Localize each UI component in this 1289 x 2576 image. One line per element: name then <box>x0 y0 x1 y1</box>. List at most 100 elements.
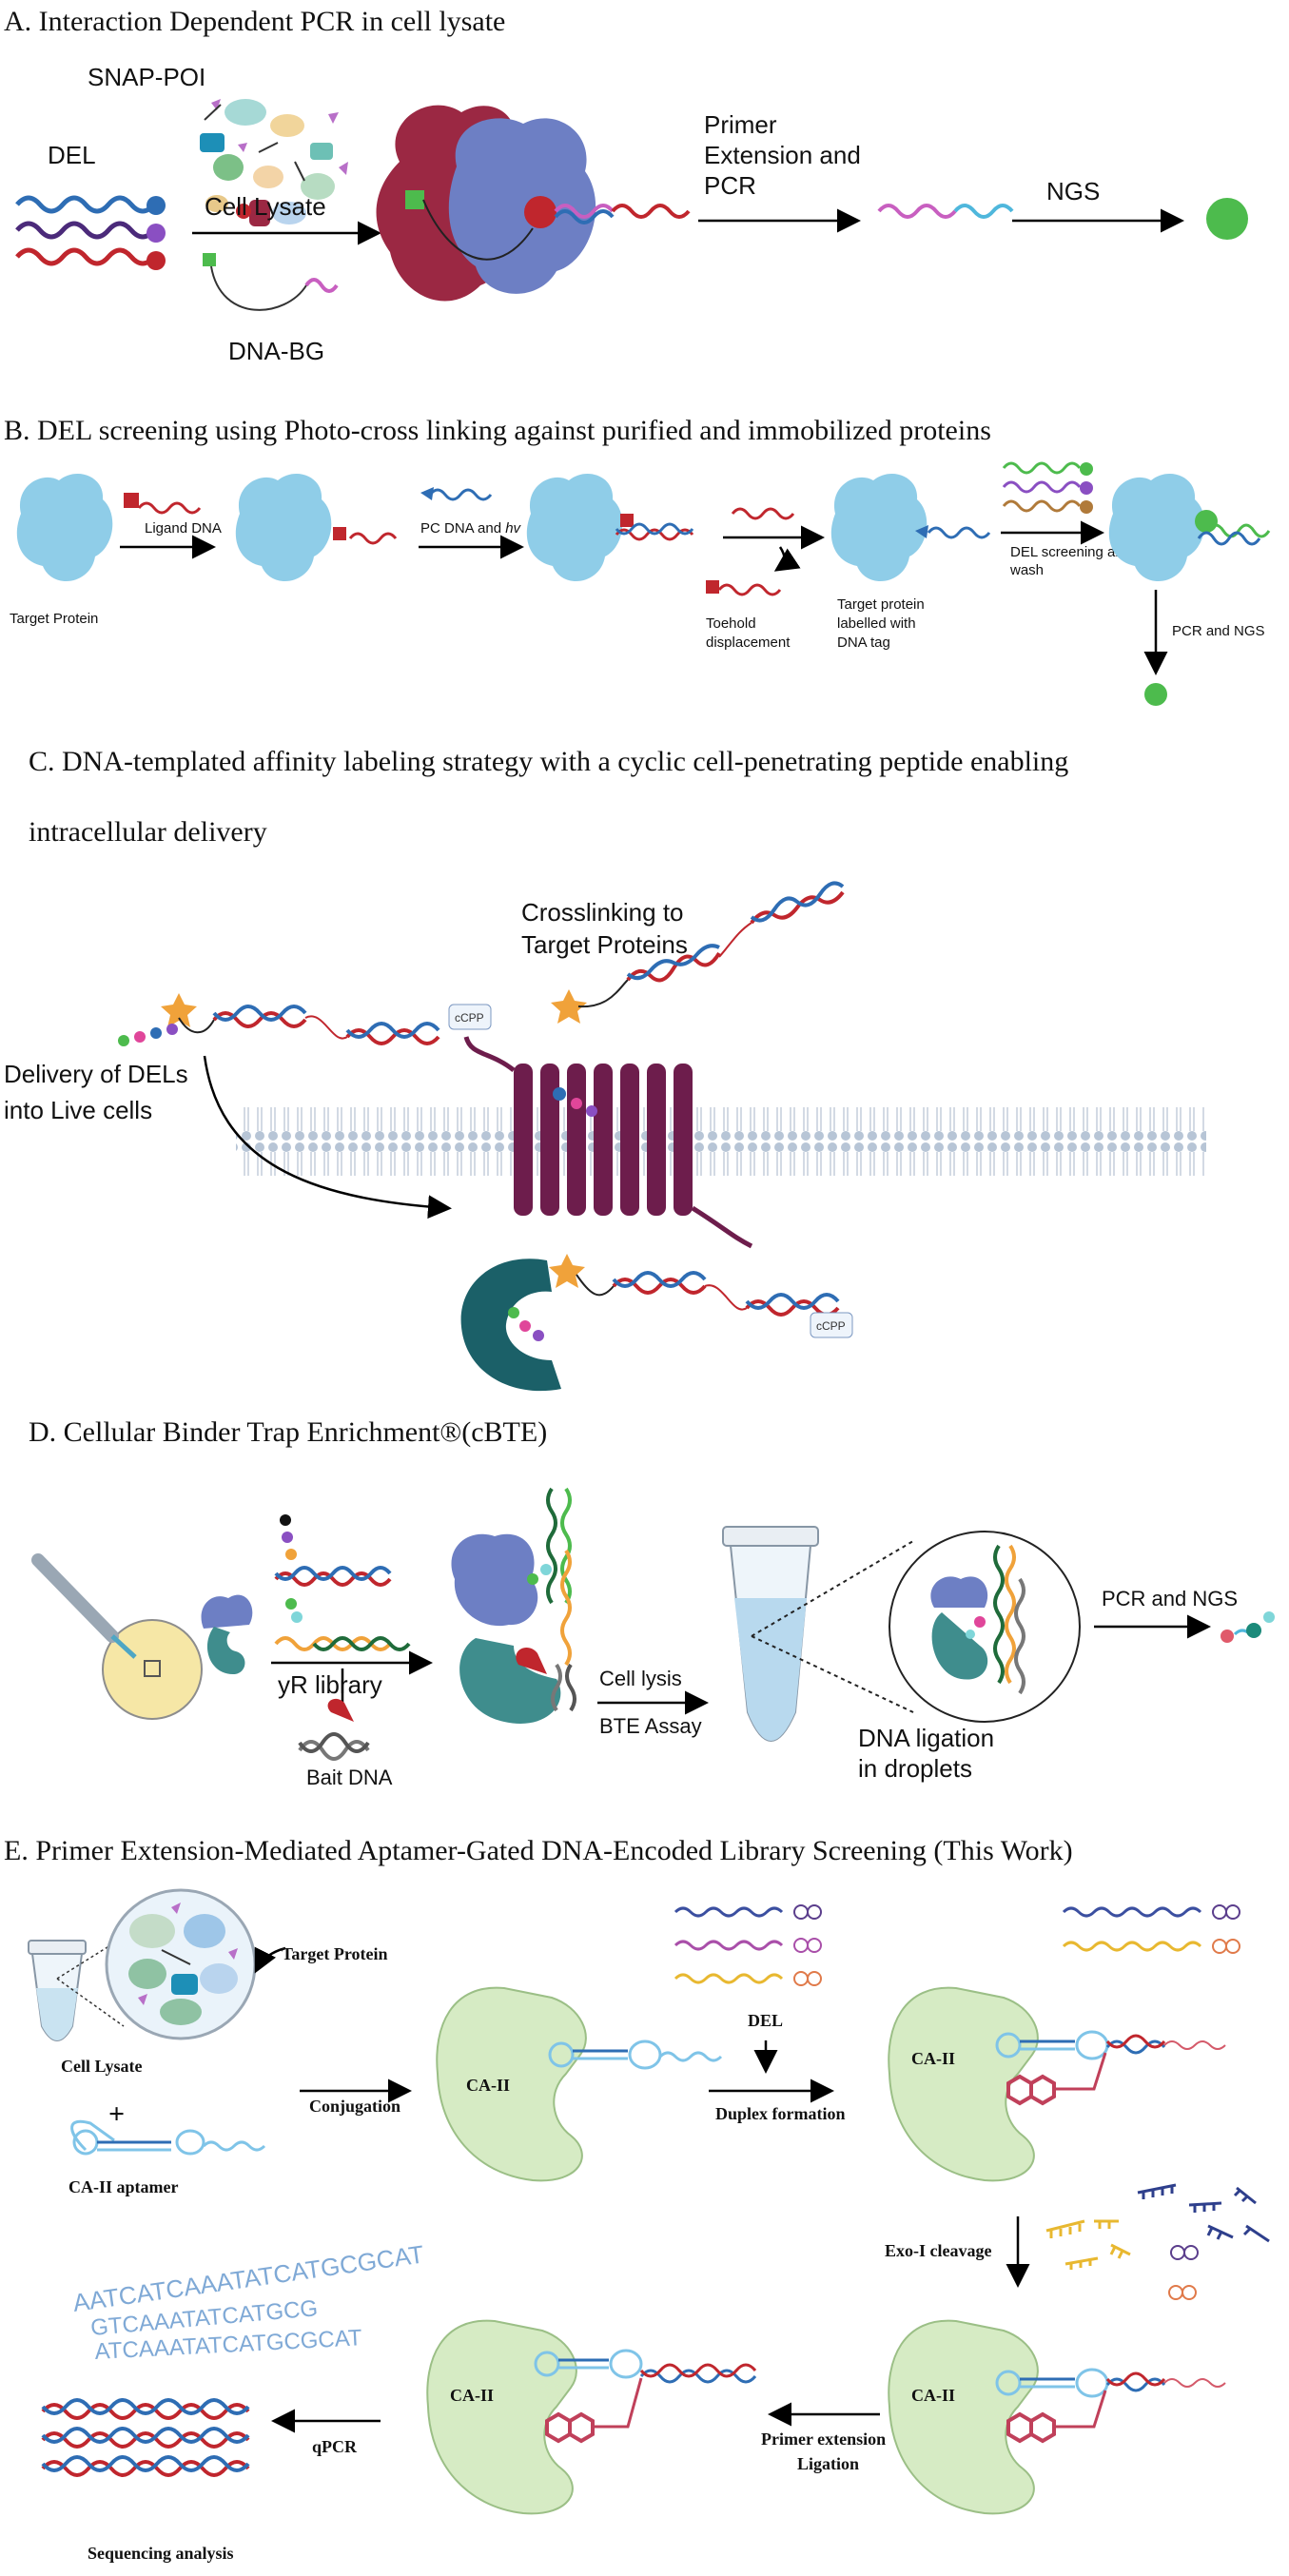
panel-b: B. DEL screening using Photo-cross linki… <box>4 415 1271 706</box>
exo-label: Exo-I cleavage <box>885 2241 991 2260</box>
bound-ligand-3 <box>620 514 634 527</box>
ligand-dna-label: Ligand DNA <box>145 520 222 537</box>
panel-c-title-2: intracellular delivery <box>29 816 267 848</box>
labelled-label-2: labelled with <box>837 615 916 632</box>
cleaved-fragments <box>1045 2183 1270 2300</box>
internalization-arrow <box>203 1055 452 1220</box>
del-library-e <box>674 1904 822 1986</box>
dna-bg-probe <box>203 253 339 311</box>
ngs-label: NGS <box>1046 177 1100 205</box>
released-strand <box>731 507 795 520</box>
toehold-curve <box>773 546 801 572</box>
labelled-protein <box>830 473 928 582</box>
plus-sign: + <box>108 2098 125 2130</box>
membrane-protein <box>463 881 845 1249</box>
target-protein-label-e: Target Protein <box>282 1944 387 1963</box>
panel-a-title: A. Interaction Dependent PCR in cell lys… <box>4 6 505 37</box>
crosslink-label-2: Target Proteins <box>521 930 688 959</box>
ligand-dna <box>137 501 202 515</box>
ca2-label-1: CA-II <box>466 2076 510 2095</box>
primer-ext-label: Primer extension <box>761 2430 886 2449</box>
remaining-del <box>1062 1904 1240 1954</box>
duplex-label: Duplex formation <box>715 2104 846 2123</box>
panel-d: D. Cellular Binder Trap Enrichment®(cBTE… <box>29 1416 1275 1789</box>
droplet-contents <box>930 1544 1025 1695</box>
panel-e-title: E. Primer Extension-Mediated Aptamer-Gat… <box>4 1835 1073 1866</box>
del-strands <box>15 195 166 270</box>
ligand-dna-2 <box>348 532 398 545</box>
pcr-ngs-label-d: PCR and NGS <box>1102 1587 1238 1610</box>
ca2-protein-4 <box>426 2319 577 2515</box>
aptamer-label: CA-II aptamer <box>68 2177 178 2196</box>
cell-lysis-label: Cell lysis <box>599 1667 682 1690</box>
ca2-protein-1 <box>436 1986 587 2182</box>
del-label: DEL <box>48 141 96 169</box>
snap-poi-label: SNAP-POI <box>88 63 205 91</box>
sequencing-readout: AATCATCAAATATCATGCGCAT GTCAAATATCATGCG A… <box>71 2239 426 2365</box>
target-protein-pointer <box>254 1946 286 1974</box>
zoom-line-1 <box>751 1540 914 1637</box>
culture-dish <box>102 1619 203 1720</box>
sequencing-label: Sequencing analysis <box>88 2544 234 2563</box>
delivery-label-2: into Live cells <box>4 1096 152 1124</box>
hit-bead-b <box>1195 510 1218 533</box>
ca2-protein-2 <box>888 1986 1039 2182</box>
bait-ligand <box>327 1698 354 1722</box>
ca2-label-2: CA-II <box>911 2049 955 2068</box>
dna-bg-label: DNA-BG <box>228 337 324 365</box>
aptamer-duplex-3 <box>995 2368 1226 2444</box>
ligation-label-2: in droplets <box>858 1754 972 1783</box>
qpcr-label: qPCR <box>312 2437 358 2456</box>
toehold-label-1: Toehold <box>706 615 756 632</box>
pipette-tip <box>110 1634 137 1659</box>
crosslink-label-1: Crosslinking to <box>521 898 684 927</box>
labelled-label-1: Target protein <box>837 596 925 613</box>
delivered-probe: cCPP <box>118 993 492 1046</box>
displaced-duplex <box>717 583 782 596</box>
panel-d-title: D. Cellular Binder Trap Enrichment®(cBTE… <box>29 1416 547 1448</box>
pc-dna <box>428 488 493 501</box>
ligation-label: Ligation <box>797 2454 859 2473</box>
labelled-label-3: DNA tag <box>837 634 890 651</box>
bait-dna-label: Bait DNA <box>306 1766 393 1789</box>
duplex-blue <box>615 522 694 536</box>
panel-e: E. Primer Extension-Mediated Aptamer-Gat… <box>4 1835 1270 2563</box>
bait-dna-1 <box>298 1740 370 1761</box>
bound-ligand-2 <box>333 527 346 540</box>
target-protein-1 <box>16 473 113 582</box>
target-protein-3 <box>526 473 623 582</box>
aptamer-bound-1 <box>548 2039 723 2070</box>
cell-membrane <box>236 1102 1206 1178</box>
dna-tag <box>927 526 991 539</box>
conjugation-label: Conjugation <box>309 2097 400 2116</box>
ligation-label-1: DNA ligation <box>858 1724 994 1752</box>
target-protein-2 <box>235 473 332 582</box>
cell-lysate-label: Cell Lysate <box>205 192 326 221</box>
primer-label-1: Primer <box>704 110 777 139</box>
lysate-contents <box>128 1903 238 2025</box>
hit-duplex-blue <box>1197 531 1261 546</box>
primer-label-3: PCR <box>704 171 756 200</box>
binder-trap-complex <box>451 1487 576 1724</box>
panel-a: A. Interaction Dependent PCR in cell lys… <box>4 6 1248 365</box>
panel-b-title: B. DEL screening using Photo-cross linki… <box>4 415 991 446</box>
hit-bead-final <box>1144 683 1167 706</box>
hit-duplex-green <box>1206 523 1271 538</box>
droplet-zoom <box>889 1531 1081 1723</box>
yr-library-label: yR library <box>278 1670 382 1699</box>
bte-assay-label: BTE Assay <box>599 1714 702 1738</box>
del-label-e: DEL <box>748 2011 783 2030</box>
protein-complex <box>376 105 691 302</box>
intracellular-protein: cCPP <box>460 1254 853 1392</box>
ligand-square <box>124 493 139 508</box>
pc-dna-head <box>420 487 434 500</box>
amplified-duplexes <box>41 2398 250 2477</box>
zoom-box <box>144 1660 161 1677</box>
panel-c-title-1: C. DNA-templated affinity labeling strat… <box>29 746 1068 777</box>
ca2-label-3: CA-II <box>911 2386 955 2405</box>
photo-tag <box>915 525 928 538</box>
pipette <box>31 1553 119 1643</box>
yr-library <box>274 1514 411 1651</box>
delivery-label-1: Delivery of DELs <box>4 1060 188 1088</box>
